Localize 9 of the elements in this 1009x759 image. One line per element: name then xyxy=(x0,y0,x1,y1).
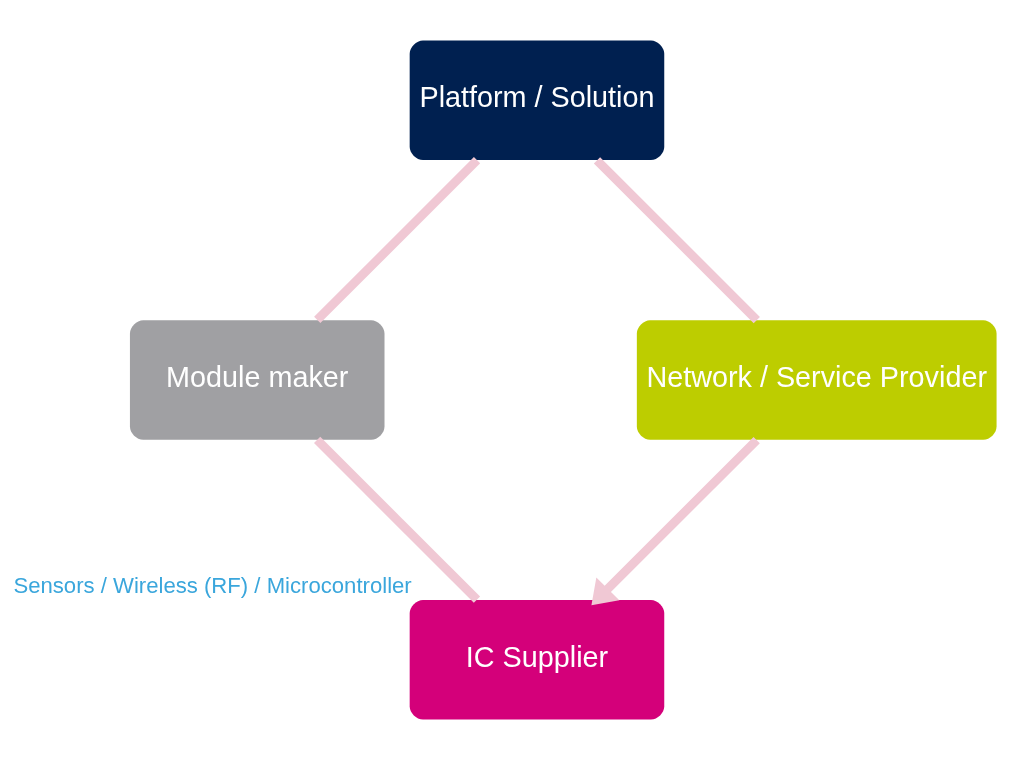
node-box: IC Supplier xyxy=(409,599,664,719)
node-box: Platform / Solution xyxy=(409,40,664,160)
arrow xyxy=(590,436,760,605)
connector xyxy=(313,156,480,323)
connector xyxy=(593,156,760,323)
node-label: Sensors / Wireless (RF) / Microcontroller xyxy=(12,572,412,598)
connector xyxy=(313,436,480,603)
node-box: Network / Service Provider xyxy=(636,319,997,440)
node-box: Module maker xyxy=(129,319,384,440)
